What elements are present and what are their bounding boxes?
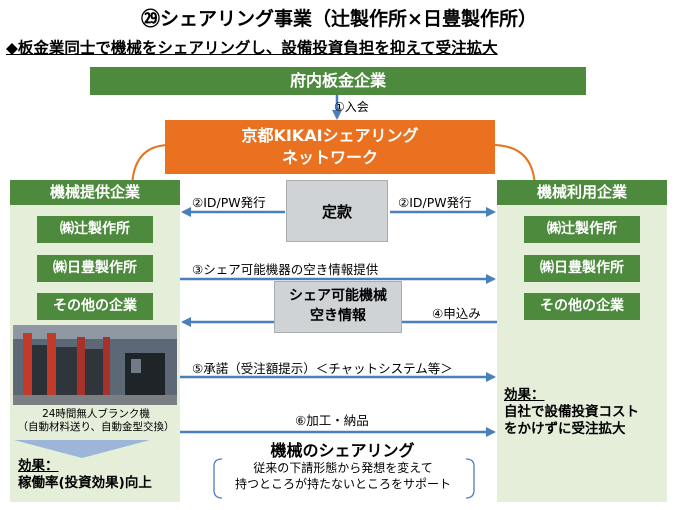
- user-company-3: その他の企業: [524, 293, 640, 320]
- provider-effect-text: 稼働率(投資効果)向上: [18, 475, 152, 491]
- availability-doc-line1: シェア可能機械: [289, 288, 387, 304]
- provider-effect-label: 効果：: [18, 458, 59, 474]
- availability-doc-label: シェア可能機械 空き情報: [275, 286, 401, 326]
- user-effect-label: 効果：: [504, 387, 545, 403]
- provider-effect-arrow: [14, 440, 150, 458]
- step-idpw-left-label: ②ID/PW発行: [192, 195, 266, 210]
- provider-effect: 効果： 稼働率(投資効果)向上: [18, 458, 152, 492]
- sharing-desc-line1: 従来の下請形態から発想を変えて: [253, 461, 433, 475]
- photo-caption: 24時間無人ブランク機 （自動材料送り、自動金型交換）: [14, 408, 178, 434]
- articles-document-image: 定款: [286, 180, 388, 242]
- provider-company-3: その他の企業: [37, 293, 153, 320]
- step-approval-label: ⑤承諾（受注額提示）＜チャットシステム等＞: [192, 361, 453, 376]
- step-availability-label: ③シェア可能機器の空き情報提供: [192, 262, 379, 277]
- step-delivery-label: ⑥加工・納品: [295, 413, 369, 428]
- availability-document-image: シェア可能機械 空き情報: [274, 281, 402, 333]
- provider-company-1: ㈱辻製作所: [37, 216, 153, 243]
- machine-sharing-title: 機械のシェアリング: [270, 441, 415, 460]
- blank-machine-photo: [13, 325, 177, 405]
- provider-panel-title: 機械提供企業: [10, 180, 180, 205]
- network-name-line2: ネットワーク: [281, 148, 378, 167]
- machine-sharing-description: 従来の下請形態から発想を変えて 持つところが持たないところをサポート: [212, 460, 474, 492]
- page-subtitle: ◆板金業同士で機械をシェアリングし、設備投資負担を抑えて受注拡大: [6, 39, 498, 57]
- description-brace: [213, 458, 475, 499]
- photo-caption-line1: 24時間無人ブランク機: [42, 408, 150, 420]
- step-join-label: ①入会: [334, 100, 369, 114]
- sharing-network-box: 京都KIKAIシェアリング ネットワーク: [165, 120, 495, 174]
- step-application-label: ④申込み: [432, 306, 481, 321]
- page-title: ㉙シェアリング事業（辻製作所×日豊製作所）: [141, 8, 537, 30]
- photo-caption-line2: （自動材料送り、自動金型交換）: [17, 421, 175, 433]
- user-effect-text-1: 自社で設備投資コスト: [504, 404, 639, 420]
- network-name-line1: 京都KIKAIシェアリング: [241, 126, 419, 145]
- articles-label: 定款: [321, 203, 352, 221]
- provider-company-2: ㈱日豊製作所: [37, 255, 153, 282]
- step-idpw-right-label: ②ID/PW発行: [398, 195, 472, 210]
- sharing-desc-line2: 持つところが持たないところをサポート: [234, 477, 451, 491]
- availability-doc-line2: 空き情報: [310, 308, 366, 324]
- user-effect: 効果： 自社で設備投資コスト をかけずに受注拡大: [504, 387, 639, 438]
- prefecture-sheet-metal-bar: 府内板金企業: [90, 67, 586, 95]
- user-company-1: ㈱辻製作所: [524, 216, 640, 243]
- user-effect-text-2: をかけずに受注拡大: [504, 421, 626, 437]
- machine-user-panel: 機械利用企業 ㈱辻製作所 ㈱日豊製作所 その他の企業: [497, 180, 667, 502]
- user-panel-title: 機械利用企業: [497, 180, 667, 205]
- user-company-2: ㈱日豊製作所: [524, 255, 640, 282]
